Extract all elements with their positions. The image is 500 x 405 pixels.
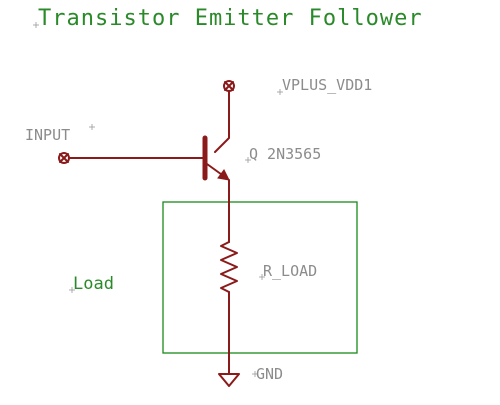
diagram-title: Transistor Emitter Follower xyxy=(38,6,423,31)
supply-label: VPLUS_VDD1 xyxy=(282,76,372,94)
supply-terminal[interactable] xyxy=(223,80,235,92)
ground-symbol xyxy=(218,373,240,387)
load-frame xyxy=(162,201,358,354)
ground-label: GND xyxy=(256,365,283,383)
input-label: INPUT xyxy=(25,126,70,144)
resistor-label: R_LOAD xyxy=(263,262,317,280)
collector-wire[interactable] xyxy=(214,90,230,153)
resistor-r-load[interactable] xyxy=(220,241,238,293)
input-terminal[interactable] xyxy=(58,152,70,164)
load-label: Load xyxy=(73,274,114,294)
transistor-label: Q 2N3565 xyxy=(249,145,321,163)
transistor-q[interactable] xyxy=(202,135,230,187)
